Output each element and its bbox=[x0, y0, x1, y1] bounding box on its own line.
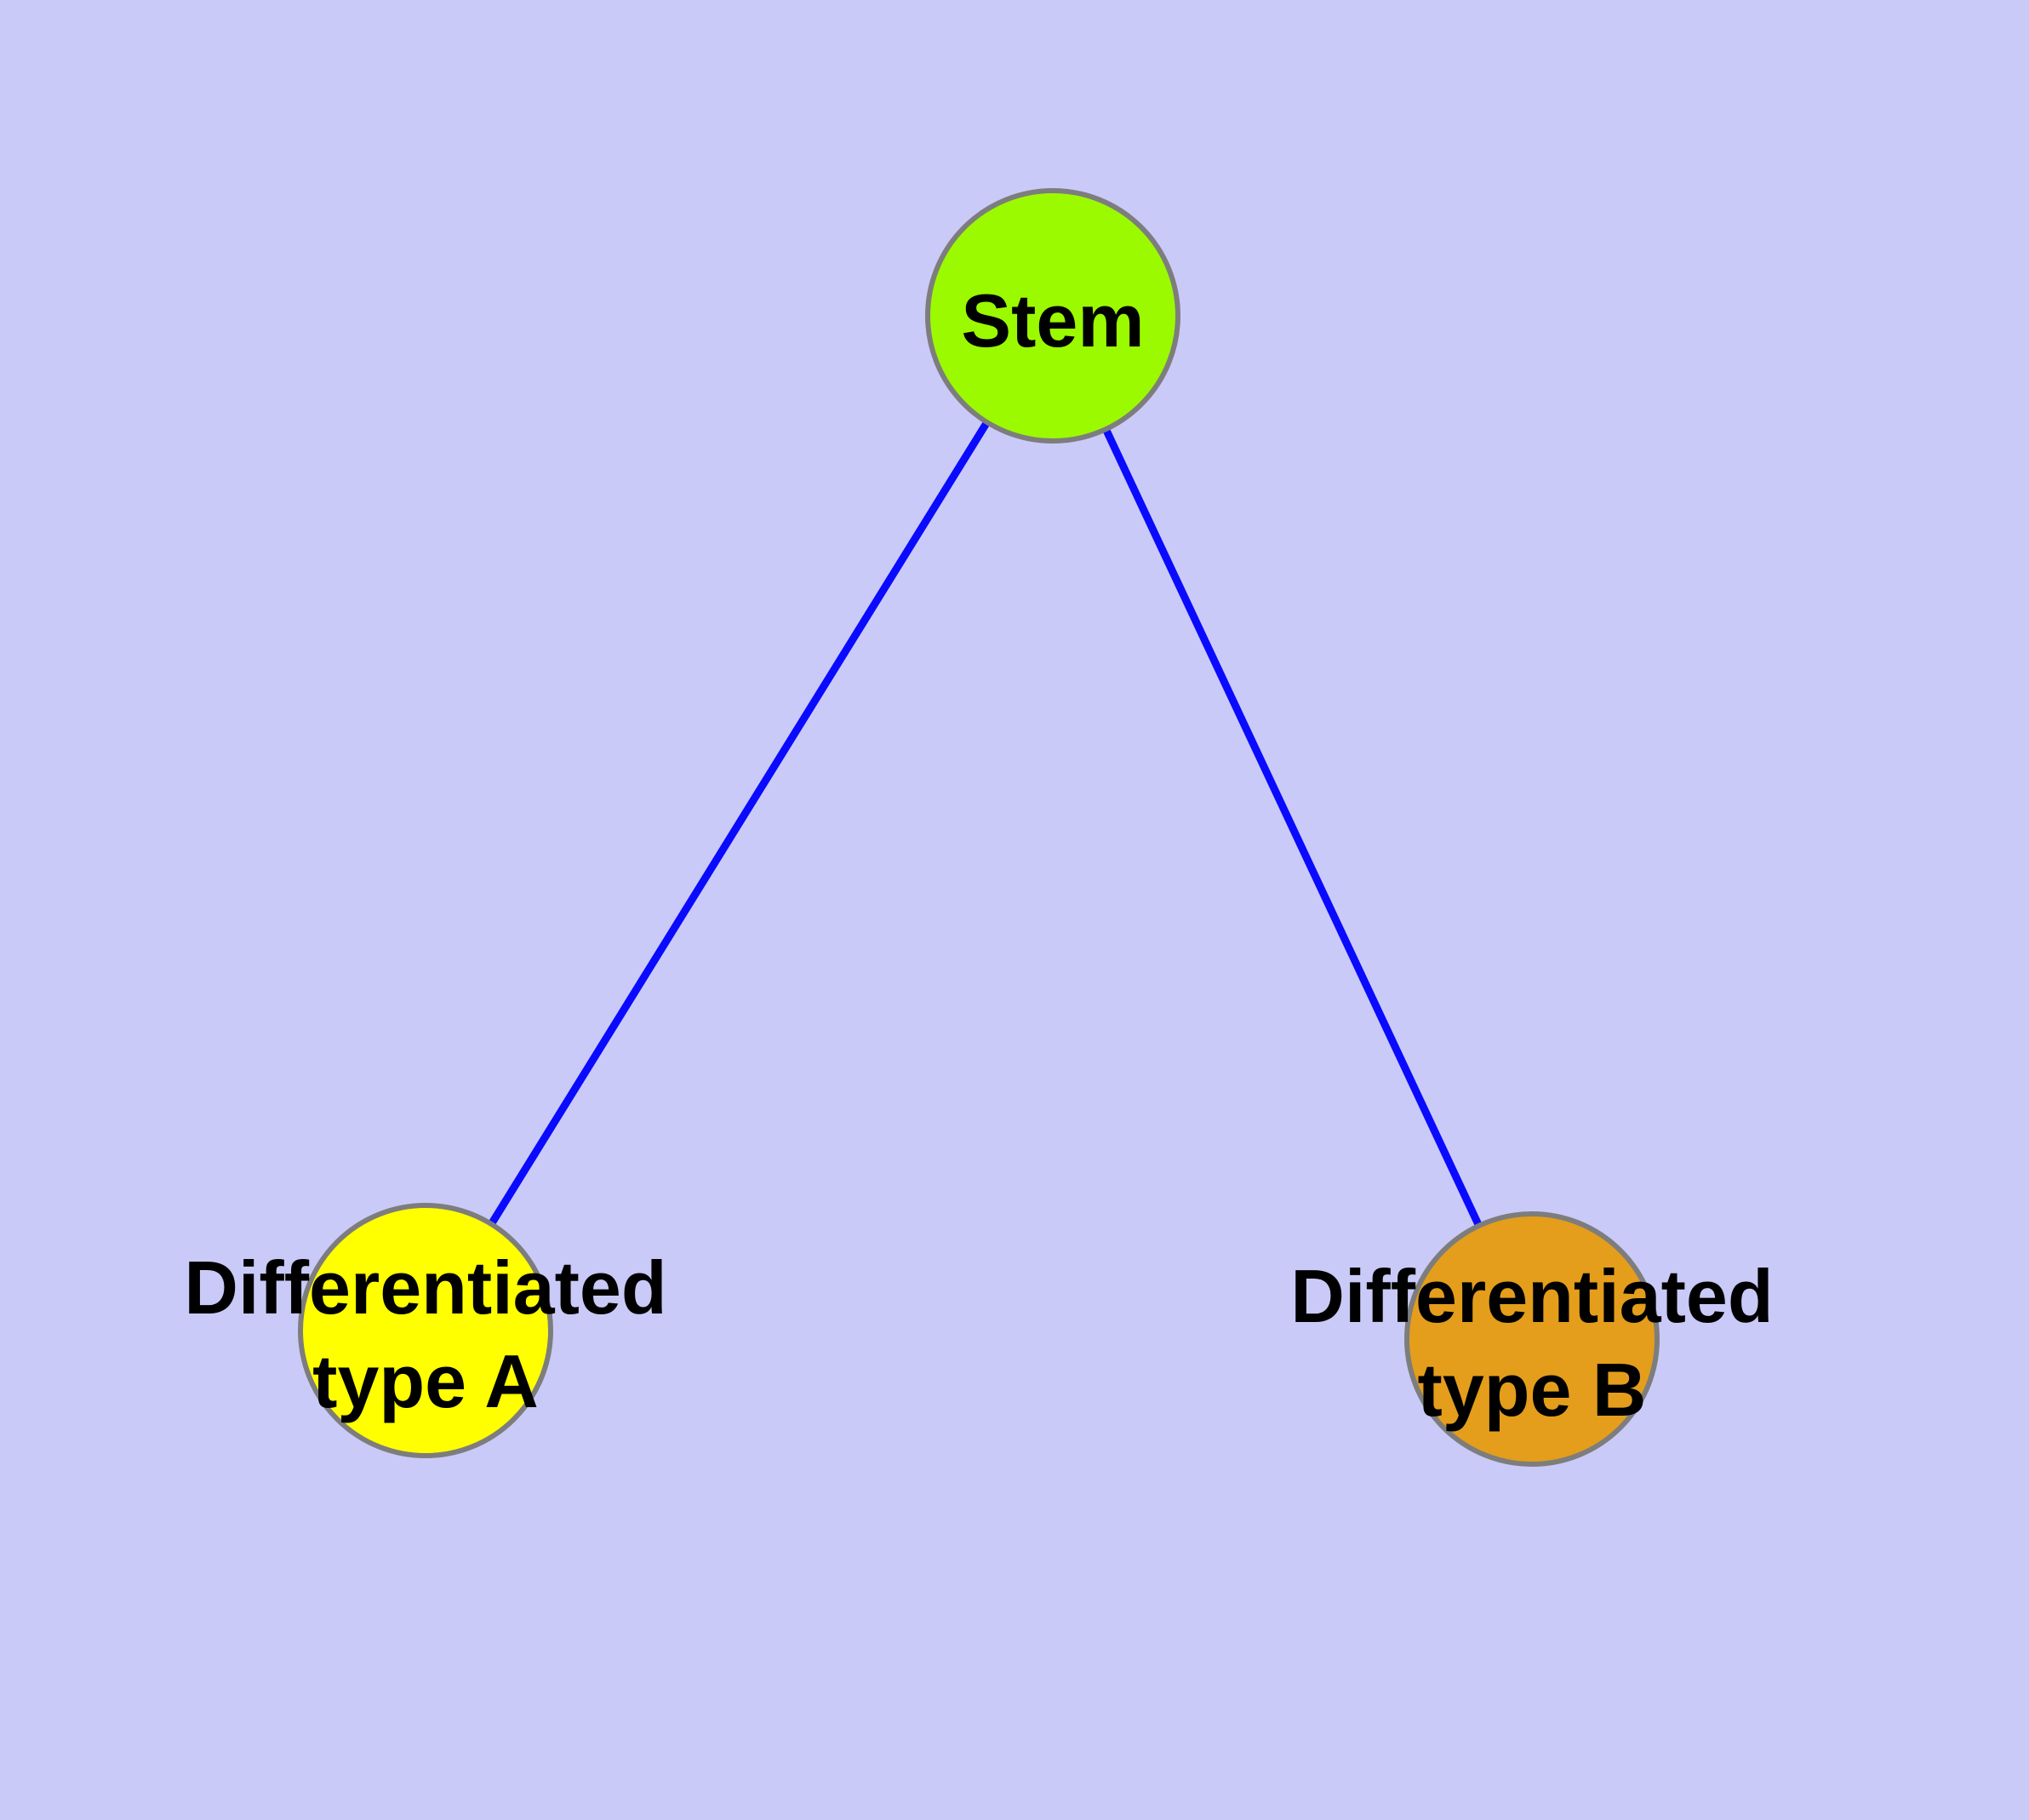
node-type-b-label-line1: Differentiated bbox=[1290, 1254, 1773, 1338]
node-stem bbox=[925, 188, 1180, 444]
node-stem-label: Stem bbox=[961, 278, 1144, 363]
node-differentiated-type-b bbox=[1404, 1211, 1660, 1467]
node-differentiated-type-a bbox=[298, 1203, 553, 1458]
node-type-b-label-line2: type B bbox=[1418, 1348, 1647, 1432]
node-type-a-label-line2: type A bbox=[312, 1339, 539, 1423]
edge-stem-to-type-a bbox=[422, 313, 1056, 1333]
edge-stem-to-type-b bbox=[1049, 314, 1536, 1341]
node-type-a-label-line1: Differentiated bbox=[184, 1245, 666, 1330]
